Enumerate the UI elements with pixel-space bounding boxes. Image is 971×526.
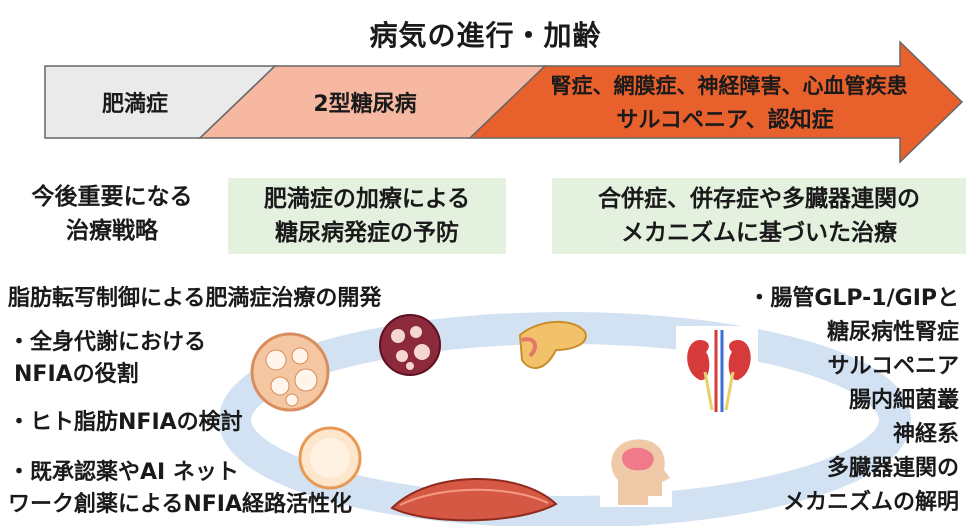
- stage-obesity-label: 肥満症: [101, 92, 168, 117]
- complication-line1: 合併症、併存症や多臓器連関の: [598, 186, 920, 212]
- prevention-box: 肥満症の加療による 糖尿病発症の予防: [228, 178, 506, 254]
- right-item-4: 腸内細菌叢: [848, 388, 959, 413]
- right-item-1: ・腸管GLP-1/GIPと: [748, 286, 959, 311]
- pancreas-icon: [518, 320, 587, 369]
- right-item-2: 糖尿病性腎症: [826, 320, 959, 345]
- left-item-3: ・既承認薬やAI ネット: [8, 460, 239, 485]
- right-item-3: サルコペニア: [827, 354, 959, 379]
- muscle-icon: [390, 478, 558, 522]
- right-item-6: 多臓器連関の: [826, 456, 959, 481]
- left-item-1: ・全身代謝における: [8, 330, 207, 355]
- right-item-5: 神経系: [892, 422, 959, 447]
- left-item-3b: ワーク創薬によるNFIA経路活性化: [8, 492, 352, 517]
- prevention-line2: 糖尿病発症の予防: [275, 220, 459, 246]
- right-item-7: メカニズムの解明: [782, 490, 959, 515]
- complication-line2: メカニズムに基づいた治療: [621, 220, 897, 246]
- stage-diabetes-label: 2型糖尿病: [313, 92, 417, 117]
- prevention-line1: 肥満症の加療による: [263, 186, 471, 212]
- brain-head-icon: [600, 435, 672, 507]
- left-item-2: ・ヒト脂肪NFIAの検討: [8, 410, 243, 435]
- complication-treatment-box: 合併症、併存症や多臓器連関の メカニズムに基づいた治療: [552, 178, 966, 254]
- left-item-1b: NFIAの役割: [14, 362, 139, 387]
- strategy-label-line1: 今後重要になる: [31, 184, 193, 210]
- adipose-tissue-icon: [250, 332, 330, 412]
- diagram-title: 病気の進行・加齢: [369, 19, 602, 52]
- stage-complications-line2: サルコペニア、認知症: [616, 108, 834, 133]
- left-heading: 脂肪転写制御による肥満症治療の開発: [8, 286, 382, 311]
- stage-complications-line1: 腎症、網膜症、神経障害、心血管疾患: [550, 74, 908, 98]
- fat-cell-icon: [298, 426, 362, 490]
- fatty-tissue-icon: [379, 314, 441, 376]
- strategy-label-line2: 治療戦略: [66, 218, 158, 244]
- arrow-stage-complications: [468, 40, 964, 164]
- strategy-label: 今後重要になる 治療戦略: [12, 180, 212, 248]
- kidney-icon: [676, 326, 758, 416]
